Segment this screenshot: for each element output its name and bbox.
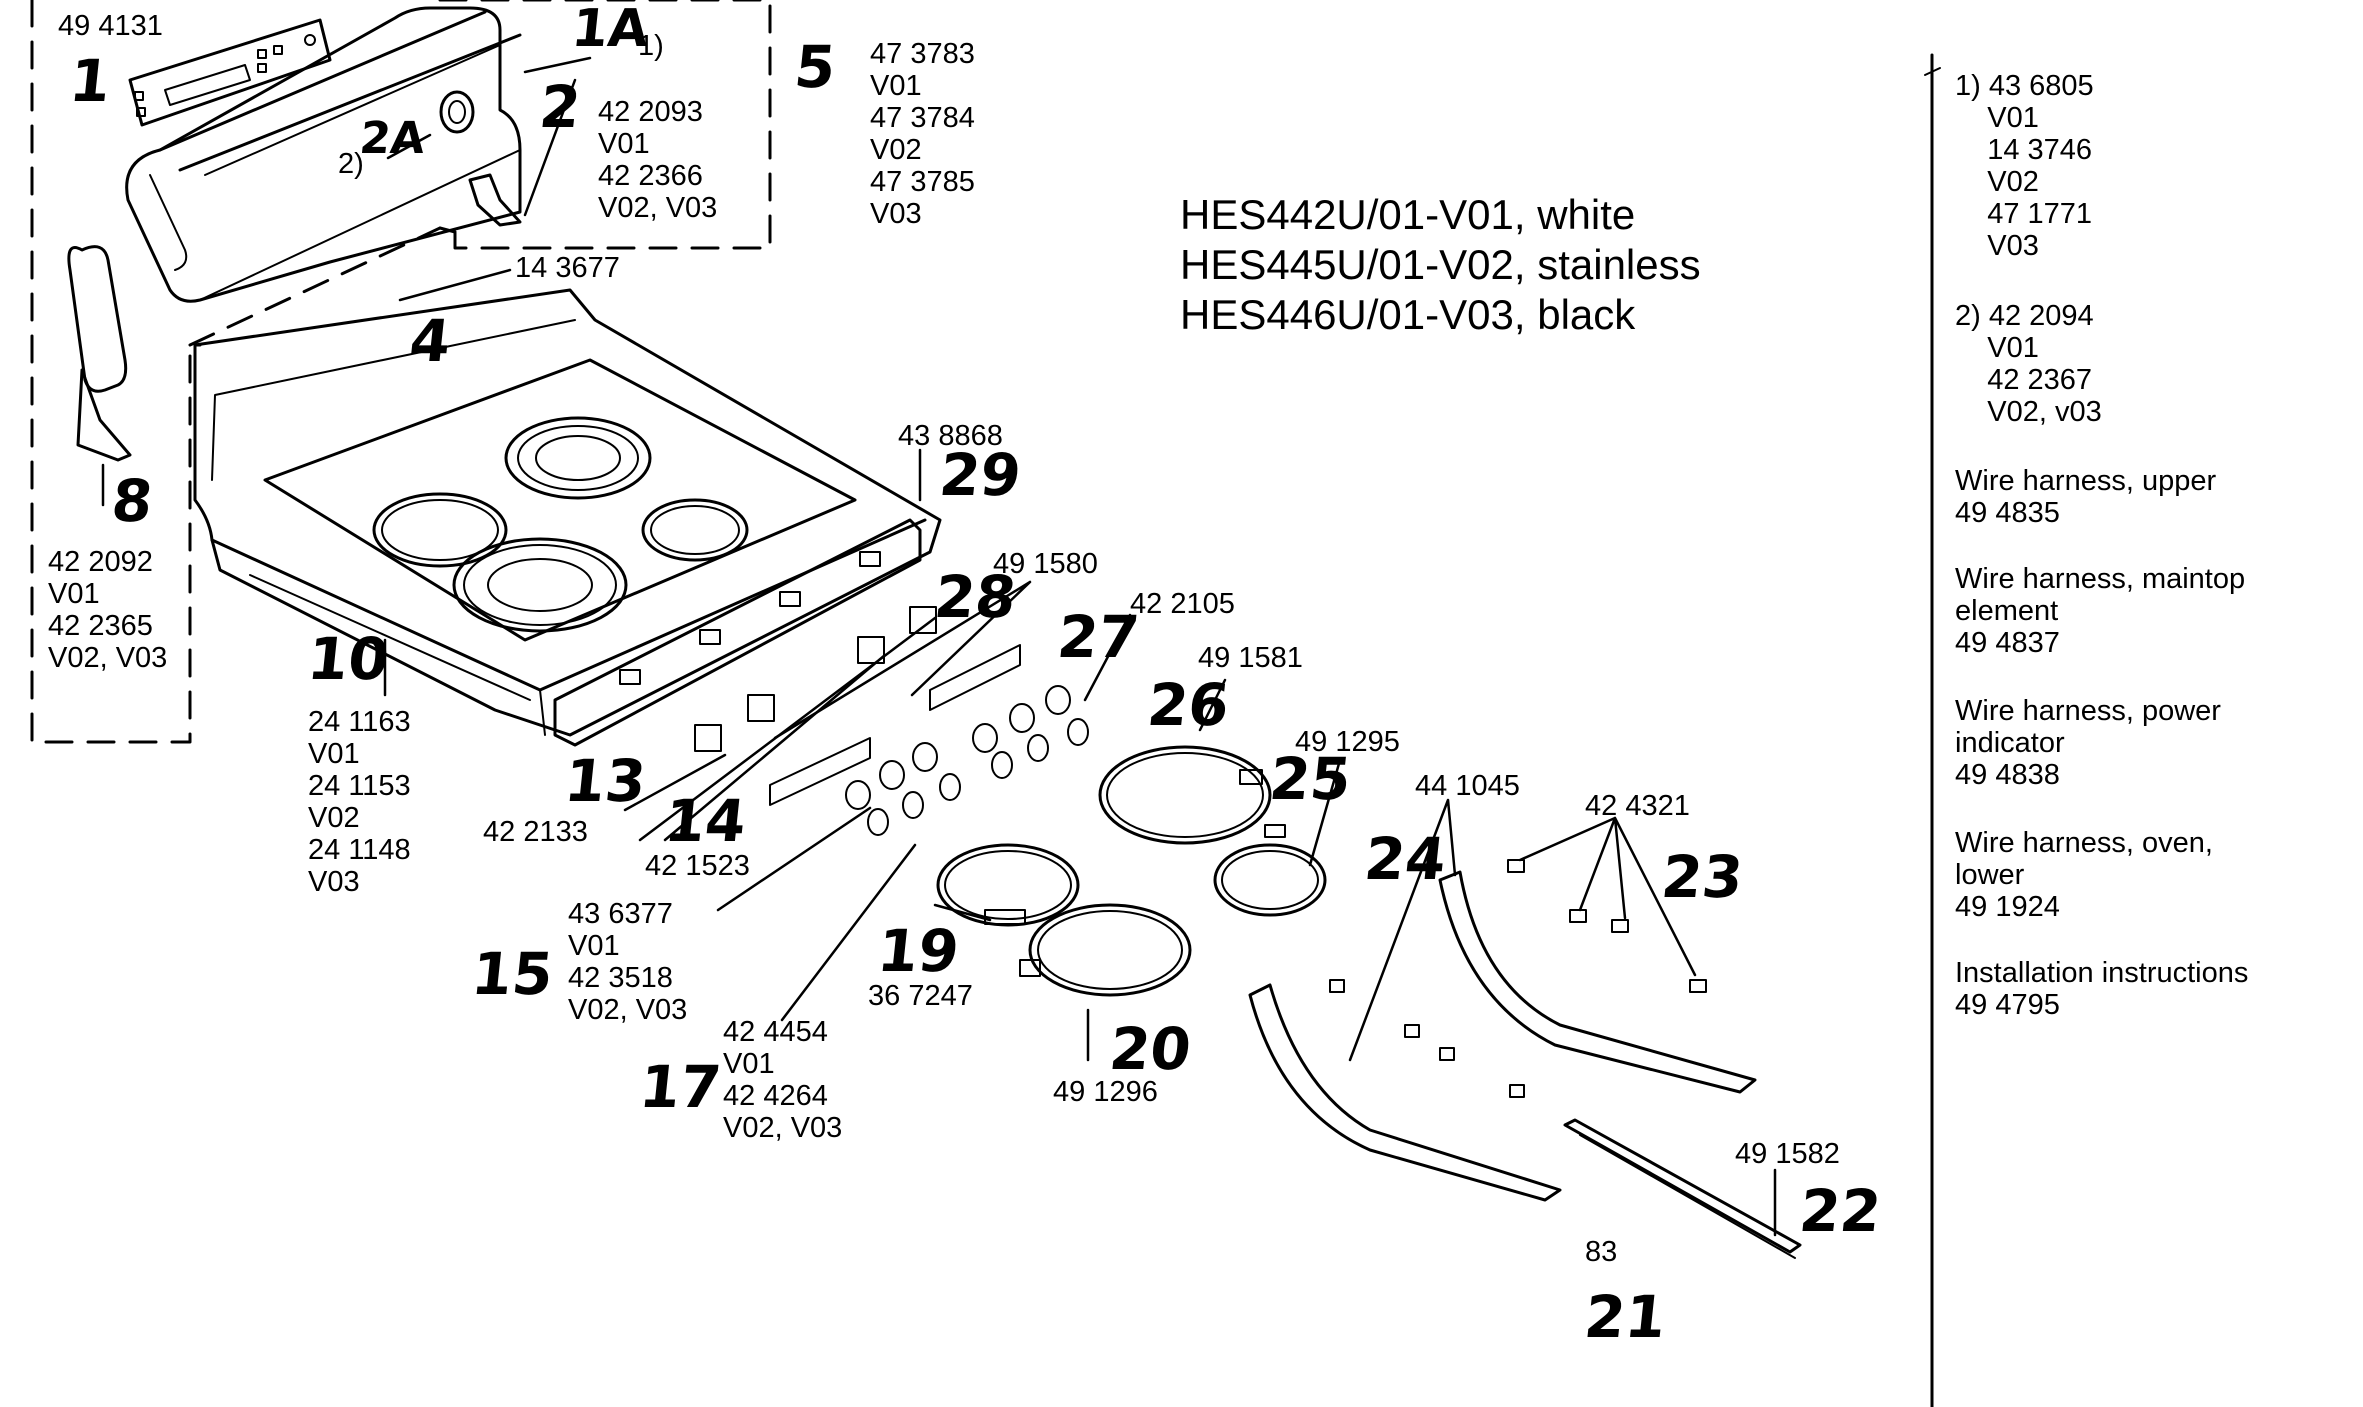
part-number-22: 49 1582: [1735, 1138, 1840, 1170]
notes-divider: [1924, 53, 1941, 1407]
ref-21: 21: [1581, 1283, 1670, 1351]
ref-20: 20: [1106, 1015, 1195, 1083]
ref-14: 14: [661, 787, 750, 855]
note-2: 2) 42 2094 V01 42 2367 V02, v03: [1955, 300, 2102, 428]
glass-cooktop-surface: [263, 358, 857, 642]
model-v01: HES442U/01-V01, white: [1180, 191, 1636, 238]
part-number-19: 36 7247: [868, 980, 973, 1012]
note-1: 1) 43 6805 V01 14 3746 V02 47 1771 V03: [1955, 70, 2094, 262]
rear-rail-part-22: [1563, 1118, 1802, 1259]
model-v03: HES446U/01-V03, black: [1180, 291, 1636, 338]
ref-19: 19: [874, 917, 963, 985]
ref-13: 13: [561, 747, 650, 815]
ref-5: 5: [791, 33, 839, 101]
part-note-1A: 1): [638, 30, 664, 62]
ref-25: 25: [1266, 745, 1355, 813]
part-number-10: 24 1163 V01 24 1153 V02 24 1148 V03: [308, 706, 411, 898]
switch-bracket-part-14: [769, 644, 1021, 806]
part-number-23: 42 4321: [1585, 790, 1690, 822]
model-v02: HES445U/01-V02, stainless: [1180, 241, 1701, 288]
control-panel-backguard: [125, 6, 522, 303]
heating-element-rings: [936, 745, 1327, 997]
part-number-26: 49 1581: [1198, 642, 1303, 674]
ref-2A: 2A: [357, 113, 428, 164]
part-number-8: 42 2092 V01 42 2365 V02, V03: [48, 546, 168, 674]
note-installation-instructions: Installation instructions 49 4795: [1955, 957, 2249, 1021]
note-wire-harness-oven-lower: Wire harness, oven, lower 49 1924: [1955, 827, 2213, 923]
note-wire-harness-power-indicator: Wire harness, power indicator 49 4838: [1955, 695, 2221, 791]
ref-4: 4: [406, 307, 454, 375]
part-number-20: 49 1296: [1053, 1076, 1158, 1108]
ref-27: 27: [1054, 603, 1143, 671]
side-rail-part-24: [1248, 870, 1757, 1202]
leader-lines: [101, 56, 1777, 1237]
note-wire-harness-upper: Wire harness, upper 49 4835: [1955, 465, 2217, 529]
part-number-5: 47 3783 V01 47 3784 V02 47 3785 V03: [870, 38, 975, 230]
part-number-28: 49 1580: [993, 548, 1098, 580]
ref-24: 24: [1361, 825, 1450, 893]
part-number-17: 42 4454 V01 42 4264 V02, V03: [723, 1016, 843, 1144]
end-cap-left: [67, 245, 132, 462]
part-number-14: 42 1523: [645, 850, 750, 882]
part-number-24: 44 1045: [1415, 770, 1520, 802]
end-cap-right: [468, 173, 522, 227]
ref-10: 10: [304, 625, 393, 693]
ref-26: 26: [1144, 671, 1233, 739]
part-number-25: 49 1295: [1295, 726, 1400, 758]
ref-15: 15: [468, 940, 557, 1008]
control-knobs: [845, 685, 1089, 836]
switch-part-13: [694, 606, 937, 752]
ref-29: 29: [936, 441, 1025, 509]
knob-2A: [439, 90, 475, 134]
part-note-2A: 2): [338, 148, 364, 180]
ref-22: 22: [1796, 1177, 1885, 1245]
ref-1A: 1A: [568, 0, 652, 59]
part-number-2: 42 2093 V01 42 2366 V02, V03: [598, 96, 718, 224]
part-number-13: 42 2133: [483, 816, 588, 848]
display-board-part-1: [128, 18, 332, 127]
part-number-15: 43 6377 V01 42 3518 V02, V03: [568, 898, 688, 1026]
part-number-29: 43 8868: [898, 420, 1003, 452]
ref-23: 23: [1658, 843, 1747, 911]
ref-1: 1: [66, 47, 114, 115]
part-number-27: 42 2105: [1130, 588, 1235, 620]
ref-17: 17: [636, 1053, 725, 1121]
ref-2: 2: [536, 73, 584, 141]
ref-28: 28: [931, 563, 1020, 631]
part-number-21: 83: [1585, 1236, 1618, 1268]
part-number-1: 49 4131: [58, 10, 163, 42]
ref-8: 8: [108, 467, 156, 535]
note-wire-harness-maintop: Wire harness, maintop element 49 4837: [1955, 563, 2246, 659]
part-number-4: 14 3677: [515, 252, 620, 284]
mounting-clips-part-23: [1329, 859, 1707, 1098]
front-rail-part-29: [553, 518, 922, 747]
